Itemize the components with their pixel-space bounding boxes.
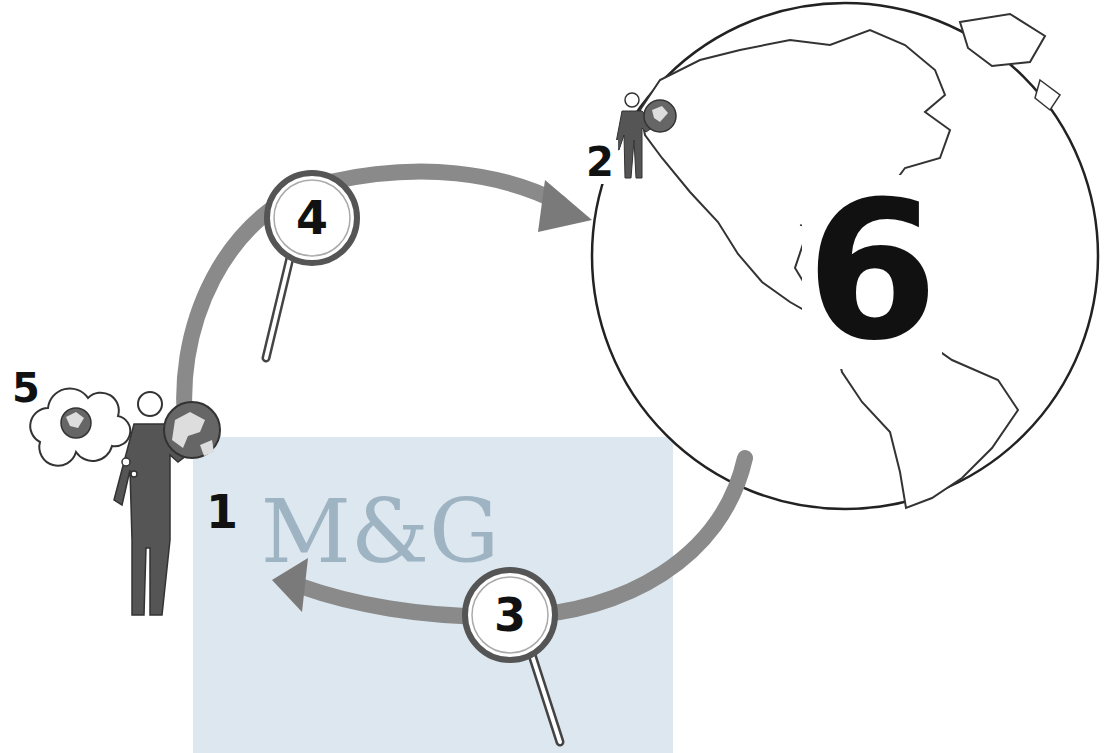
arrow-to-globe (184, 172, 592, 442)
watermark: M&G (261, 488, 500, 576)
big-globe (592, 3, 1098, 509)
callout-number: 4 (296, 195, 328, 241)
callout-number: 5 (12, 368, 40, 408)
callout-number: 3 (494, 592, 526, 638)
thought-bubble (30, 388, 137, 477)
magnifier (465, 570, 560, 742)
callout-number: 6 (802, 175, 942, 369)
magnifier (266, 173, 357, 358)
callout-number: 2 (582, 140, 618, 184)
callout-number: 1 (206, 489, 238, 535)
person-figure (615, 93, 676, 178)
